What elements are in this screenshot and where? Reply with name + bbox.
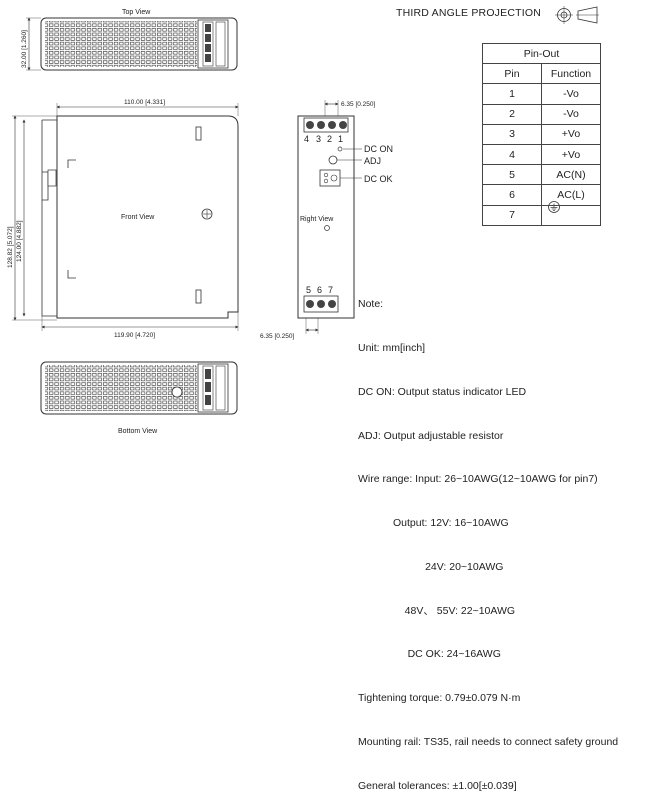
note-line: General tolerances: ±1.00[±0.039] bbox=[358, 779, 517, 792]
table-row: 5 AC(N) bbox=[482, 164, 601, 186]
note-line: Tightening torque: 0.79±0.079 N·m bbox=[358, 692, 521, 705]
top-vent-holes bbox=[45, 21, 197, 67]
dim-height-total: 128.82 [5.072] bbox=[7, 226, 14, 268]
table-row: 1 -Vo bbox=[482, 83, 601, 105]
top-view-label: Top View bbox=[122, 9, 151, 16]
note-line: DC ON: Output status indicator LED bbox=[358, 385, 527, 398]
bottom-vent-holes bbox=[45, 365, 197, 411]
pin-number: 4 bbox=[482, 143, 542, 166]
bottom-view: Bottom View bbox=[40, 361, 238, 435]
bottom-screw-icon bbox=[171, 386, 183, 398]
terminal-5: 5 bbox=[306, 285, 311, 295]
dc-ok-label: DC OK bbox=[364, 174, 393, 184]
adj-label: ADJ bbox=[364, 156, 381, 166]
bottom-view-label: Bottom View bbox=[118, 428, 158, 435]
pin-function-ground bbox=[541, 204, 601, 226]
front-view-body bbox=[56, 115, 239, 319]
drawing-canvas: Top View 32.00 [1.260] 110.00 [4.331] bbox=[7, 6, 618, 792]
table-row: 3 +Vo bbox=[482, 123, 601, 145]
pin-function: -Vo bbox=[541, 103, 601, 125]
pin-function: +Vo bbox=[541, 123, 601, 145]
table-row: 6 AC(L) bbox=[482, 184, 601, 206]
notes-block: Note: Unit: mm[inch] DC ON: Output statu… bbox=[358, 268, 618, 808]
projection-label: THIRD ANGLE PROJECTION bbox=[396, 7, 542, 19]
pin-number: 1 bbox=[482, 83, 542, 105]
terminal-1: 1 bbox=[338, 134, 343, 144]
dim-width-bottom: 119.90 [4.720] bbox=[114, 332, 155, 339]
pinout-title: Pin-Out bbox=[482, 42, 601, 65]
dim-top-height: 32.00 [1.260] bbox=[21, 30, 28, 68]
note-line: Wire range: Input: 26~10AWG(12~10AWG for… bbox=[358, 473, 598, 486]
right-view: 6.35 [0.250] 4 3 2 1 DC ON ADJ DC OK Rig… bbox=[260, 100, 393, 340]
pin-function: AC(N) bbox=[541, 164, 601, 186]
note-line: ADJ: Output adjustable resistor bbox=[358, 429, 504, 442]
note-line: 48V、 55V: 22~10AWG bbox=[358, 604, 516, 617]
terminal-7: 7 bbox=[328, 285, 333, 295]
pin-number: 5 bbox=[482, 164, 542, 186]
terminal-3: 3 bbox=[316, 134, 321, 144]
dc-on-label: DC ON bbox=[364, 144, 393, 154]
top-view: Top View 32.00 [1.260] bbox=[21, 9, 238, 71]
note-line: Mounting rail: TS35, rail needs to conne… bbox=[358, 736, 619, 748]
table-row: 2 -Vo bbox=[482, 103, 601, 125]
bottom-terminal-block bbox=[197, 363, 229, 413]
terminal-4: 4 bbox=[304, 134, 309, 144]
pin-function: -Vo bbox=[541, 83, 601, 105]
adj-knob-icon bbox=[328, 155, 338, 165]
terminal-2: 2 bbox=[327, 134, 332, 144]
din-rail-clip bbox=[41, 119, 57, 317]
terminal-6: 6 bbox=[317, 285, 322, 295]
technical-drawing: Top View 32.00 [1.260] 110.00 [4.331] bbox=[7, 6, 599, 435]
front-view-label: Front View bbox=[121, 214, 155, 221]
table-row: 4 +Vo bbox=[482, 143, 601, 166]
note-line: 24V: 20~10AWG bbox=[358, 560, 504, 573]
pinout-header-pin: Pin bbox=[482, 63, 542, 85]
pinout-header-function: Function bbox=[541, 63, 601, 85]
note-line: DC OK: 24~16AWG bbox=[358, 648, 501, 661]
pin-number: 2 bbox=[482, 103, 542, 125]
pin-number: 6 bbox=[482, 184, 542, 206]
pin-number: 7 bbox=[482, 204, 542, 226]
right-view-body bbox=[297, 115, 355, 319]
pinout-header-row: Pin Function bbox=[482, 63, 601, 85]
note-line: Note: bbox=[358, 298, 384, 311]
pin-number: 3 bbox=[482, 123, 542, 145]
top-terminal-block bbox=[197, 19, 229, 69]
dim-pitch-bottom: 6.35 [0.250] bbox=[260, 333, 295, 340]
table-row: 7 bbox=[482, 204, 601, 226]
projection-symbol-icon bbox=[555, 6, 599, 24]
dim-pitch-top: 6.35 [0.250] bbox=[341, 101, 376, 108]
dim-width-top: 110.00 [4.331] bbox=[124, 99, 165, 106]
pin-function: +Vo bbox=[541, 143, 601, 166]
pin-function: AC(L) bbox=[541, 184, 601, 206]
dim-height-body: 124.00 [4.882] bbox=[16, 220, 23, 262]
pinout-table: Pin-Out Pin Function 1 -Vo 2 -Vo 3 +Vo 4… bbox=[482, 42, 601, 226]
pinout-title-row: Pin-Out bbox=[482, 42, 601, 65]
right-view-label: Right View bbox=[300, 216, 334, 223]
note-line: Output: 12V: 16~10AWG bbox=[358, 517, 509, 530]
front-view: 110.00 [4.331] Front View 128.82 [5.072]… bbox=[7, 99, 239, 339]
note-line: Unit: mm[inch] bbox=[358, 341, 426, 354]
dc-on-led-icon bbox=[337, 146, 343, 152]
